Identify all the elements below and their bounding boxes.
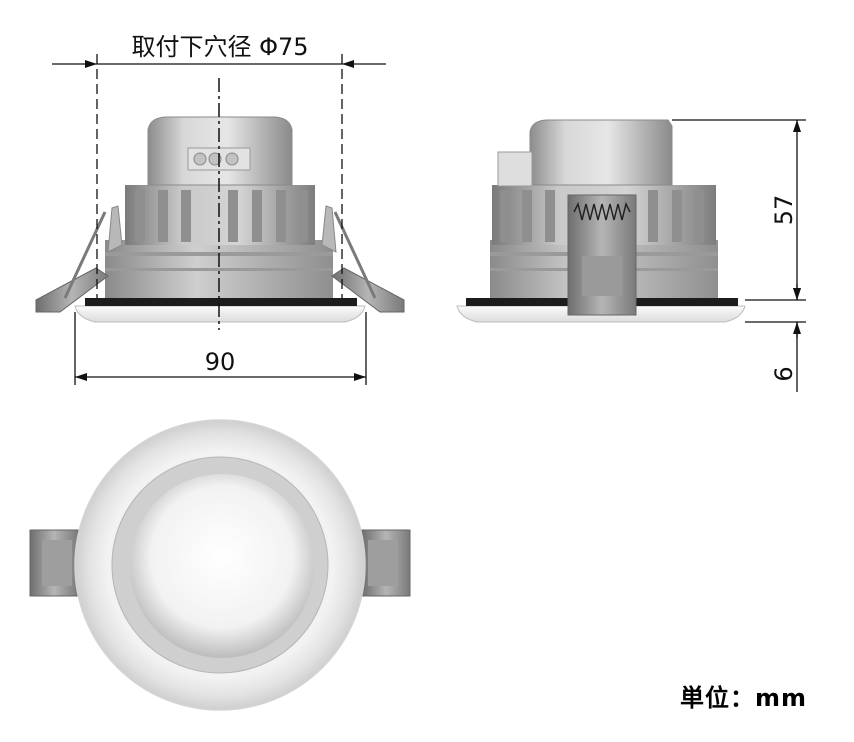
dimension-mounting-hole: 取付下穴径 Φ75: [52, 33, 386, 298]
height-label: 57: [770, 195, 798, 226]
clip-arm: [582, 256, 622, 296]
spring-clip-left: [35, 205, 123, 313]
fins: [135, 190, 308, 242]
spring-clip-tab-right: [361, 529, 411, 597]
mounting-hole-label: 取付下穴径 Φ75: [131, 33, 308, 61]
fins-side: [500, 190, 704, 242]
width-label: 90: [205, 348, 236, 376]
spring-clip-tab-left: [29, 529, 79, 597]
clip-bracket: [567, 194, 637, 316]
side-elevation-view: [456, 119, 746, 323]
coil-spring: [573, 201, 631, 221]
base-groove: [105, 268, 333, 271]
bottom-view: [29, 419, 411, 711]
cable-tab: [497, 151, 533, 187]
dimension-height: 57: [672, 119, 806, 323]
unit-label: 単位：mm: [680, 684, 808, 712]
spring-clip-right: [321, 205, 405, 313]
dimension-flange: 6: [770, 284, 801, 392]
terminal-screws: [193, 152, 239, 166]
finned-body: [125, 185, 315, 245]
flange-label: 6: [770, 366, 798, 381]
bezel-flange: [74, 305, 366, 323]
driver-cap-side: [529, 119, 673, 186]
front-elevation-view: [35, 78, 405, 330]
gasket: [85, 298, 357, 306]
lens: [130, 474, 314, 658]
dimension-width: 90: [74, 312, 367, 385]
